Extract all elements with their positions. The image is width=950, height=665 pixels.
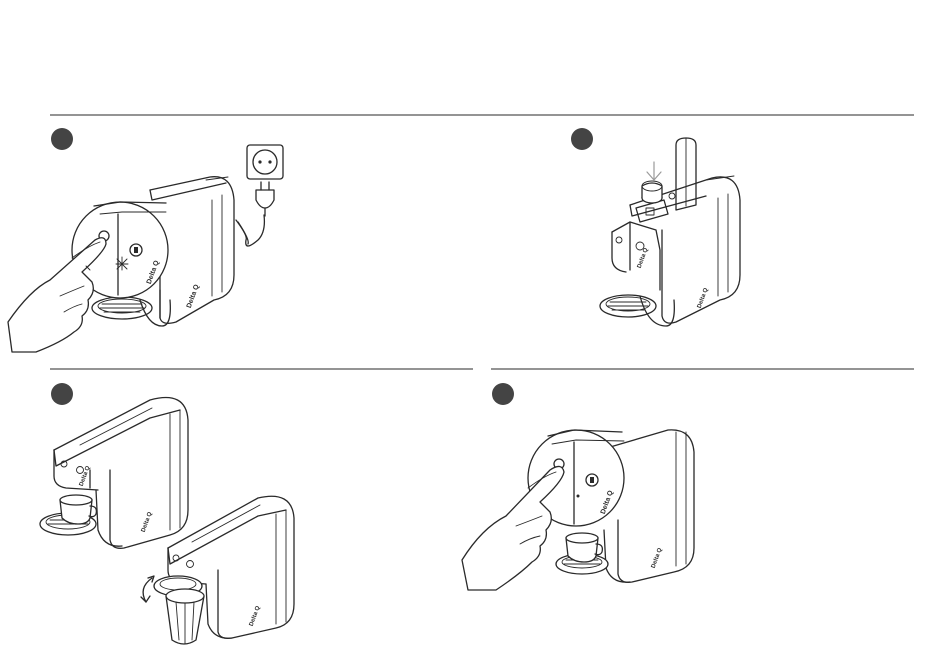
brand-logo-side: Delta Q — [141, 511, 154, 533]
power-button-icon — [616, 237, 622, 243]
step-1-panel: Delta Q — [8, 145, 283, 352]
brand-logo: Delta Q — [637, 247, 650, 269]
brew-button-icon-2 — [187, 561, 194, 568]
brand-logo-side: Delta Q — [651, 547, 664, 569]
power-cord — [236, 215, 264, 246]
step-badge-1 — [51, 128, 73, 150]
down-arrow-icon — [647, 162, 661, 180]
finger-press-icon — [462, 466, 564, 590]
power-plug-icon — [256, 182, 274, 216]
tall-glass-icon — [166, 589, 204, 644]
step-badge-4 — [492, 383, 514, 405]
brand-logo-2: Delta Q — [249, 605, 262, 627]
rotate-tray-arrows-icon — [141, 576, 154, 602]
step-badge-2 — [571, 128, 593, 150]
drip-tray — [92, 297, 170, 326]
drip-tray — [600, 295, 674, 326]
capsule-icon — [642, 181, 662, 203]
step-2-panel: Delta Q Delta Q — [600, 138, 740, 326]
step-badge-3 — [51, 383, 73, 405]
finger-press-icon — [8, 238, 106, 352]
wall-socket-icon — [247, 145, 283, 179]
brand-logo: Delta Q — [186, 283, 201, 309]
step-4-panel: Delta Q Delta Q — [462, 430, 694, 590]
step-3-panel: Delta Q Delta Q Delta Q — [40, 398, 294, 645]
